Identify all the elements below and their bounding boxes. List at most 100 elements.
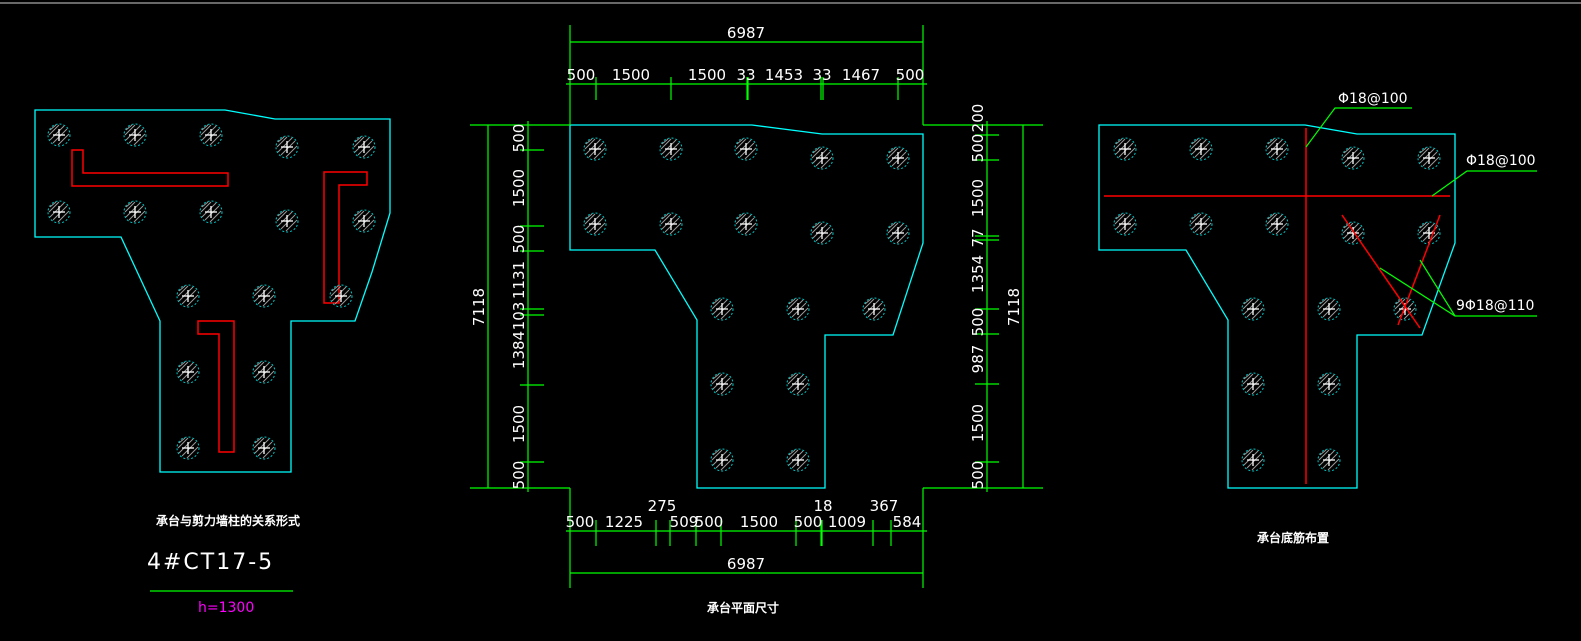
left-total-dimension: 7118 [470,288,488,326]
pile-symbol-icon [583,137,607,161]
dim-text: 1500 [612,66,650,84]
dim-text: 500 [567,66,596,84]
pile-symbol-icon [252,284,276,308]
pile-symbol-icon [1265,137,1289,161]
pile-symbol-icon [659,212,683,236]
pile-symbol-icon [786,297,810,321]
dim-text: 1354 [969,255,987,293]
pile-symbol-icon [329,284,353,308]
pile-symbol-icon [1317,448,1341,472]
shear-wall-horizontal [71,149,229,187]
pile-symbol-icon [176,436,200,460]
pile-symbol-icon [710,297,734,321]
left-segment-dimensions: 500 1500 500 1131 103 1384 1500 500 [510,124,528,490]
dim-text: 200 [969,104,987,133]
dim-text: 500 [510,225,528,254]
left-panel-pile-cap-wall-relation: 承台与剪力墙柱的关系形式 4#CT17-5 h=1300 [34,109,391,616]
dim-text: 500 [969,134,987,163]
top-total-dimension: 6987 [727,24,765,42]
dim-text: 1225 [605,513,643,531]
pile-symbol-icon [810,221,834,245]
pile-symbol-icon [1113,212,1137,236]
shear-wall-column [197,320,235,453]
dim-text: 500 [794,513,823,531]
left-piles [47,123,376,460]
right-total-dimension: 7118 [1005,288,1023,326]
rebar-piles [1113,137,1441,472]
dim-text: 500 [510,461,528,490]
dim-text: 500 [969,461,987,490]
pile-symbol-icon [1341,221,1365,245]
dim-text: 275 [648,497,677,515]
rebar-label-vertical: Φ18@100 [1338,91,1408,107]
rebar-label-diagonal: 9Φ18@110 [1456,298,1534,314]
pile-symbol-icon [1265,212,1289,236]
dim-text: 509 [670,513,699,531]
dim-text: 500 [510,124,528,153]
middle-panel-plan-dimensions: 6987 500 1500 1500 33 1453 33 1467 500 5… [470,24,1043,615]
pile-symbol-icon [252,360,276,384]
dim-text: 18 [813,497,832,515]
pile-symbol-icon [810,146,834,170]
pile-symbol-icon [1189,212,1213,236]
pile-symbol-icon [1241,372,1265,396]
pile-symbol-icon [1241,297,1265,321]
pile-symbol-icon [1189,137,1213,161]
pile-symbol-icon [352,209,376,233]
dim-text: 1500 [510,405,528,443]
dim-text: 987 [969,345,987,374]
pile-symbol-icon [1317,372,1341,396]
dim-text: 367 [870,497,899,515]
pile-symbol-icon [176,360,200,384]
pile-symbol-icon [199,123,223,147]
pile-symbol-icon [176,284,200,308]
dim-text: 1384 [510,331,528,369]
dim-text: 77 [969,228,987,247]
pile-symbol-icon [123,200,147,224]
pile-symbol-icon [275,135,299,159]
plan-piles [583,137,910,472]
pile-symbol-icon [47,123,71,147]
pile-cap-outline [34,109,391,473]
pile-symbol-icon [1417,146,1441,170]
rebar-plan-outline [1098,124,1456,489]
middle-panel-caption: 承台平面尺寸 [707,600,779,615]
pile-cap-height: h=1300 [198,600,254,616]
dim-text: 33 [736,66,755,84]
right-panel-caption: 承台底筋布置 [1257,530,1329,545]
dim-text: 500 [566,513,595,531]
rebar-label-horizontal: Φ18@100 [1466,153,1536,169]
dimension-lines [470,25,1043,588]
pile-symbol-icon [710,372,734,396]
pile-symbol-icon [1341,146,1365,170]
dim-text: 1500 [969,179,987,217]
pile-symbol-icon [786,448,810,472]
left-panel-caption: 承台与剪力墙柱的关系形式 [156,513,300,528]
pile-symbol-icon [862,297,886,321]
pile-symbol-icon [659,137,683,161]
pile-symbol-icon [1241,448,1265,472]
pile-symbol-icon [275,209,299,233]
dim-text: 33 [812,66,831,84]
pile-symbol-icon [123,123,147,147]
rebar-lines [1104,128,1450,484]
pile-symbol-icon [199,200,223,224]
pile-symbol-icon [734,212,758,236]
pile-symbol-icon [886,146,910,170]
right-panel-bottom-rebar: Φ18@100 Φ18@100 9Φ18@110 承台底筋布置 [1098,91,1537,545]
dim-text: 584 [893,513,922,531]
pile-symbol-icon [710,448,734,472]
dim-text: 500 [695,513,724,531]
dim-text: 1009 [828,513,866,531]
pile-symbol-icon [583,212,607,236]
dim-text: 1500 [969,404,987,442]
dim-text: 103 [510,302,528,331]
rebar-diagonal-2 [1397,214,1441,326]
bottom-segment-dimensions: 500 1225 275 509 500 1500 500 18 1009 36… [566,497,922,531]
pile-symbol-icon [352,135,376,159]
dim-text: 500 [969,308,987,337]
pile-symbol-icon [47,200,71,224]
pile-symbol-icon [252,436,276,460]
dim-text: 1500 [510,169,528,207]
